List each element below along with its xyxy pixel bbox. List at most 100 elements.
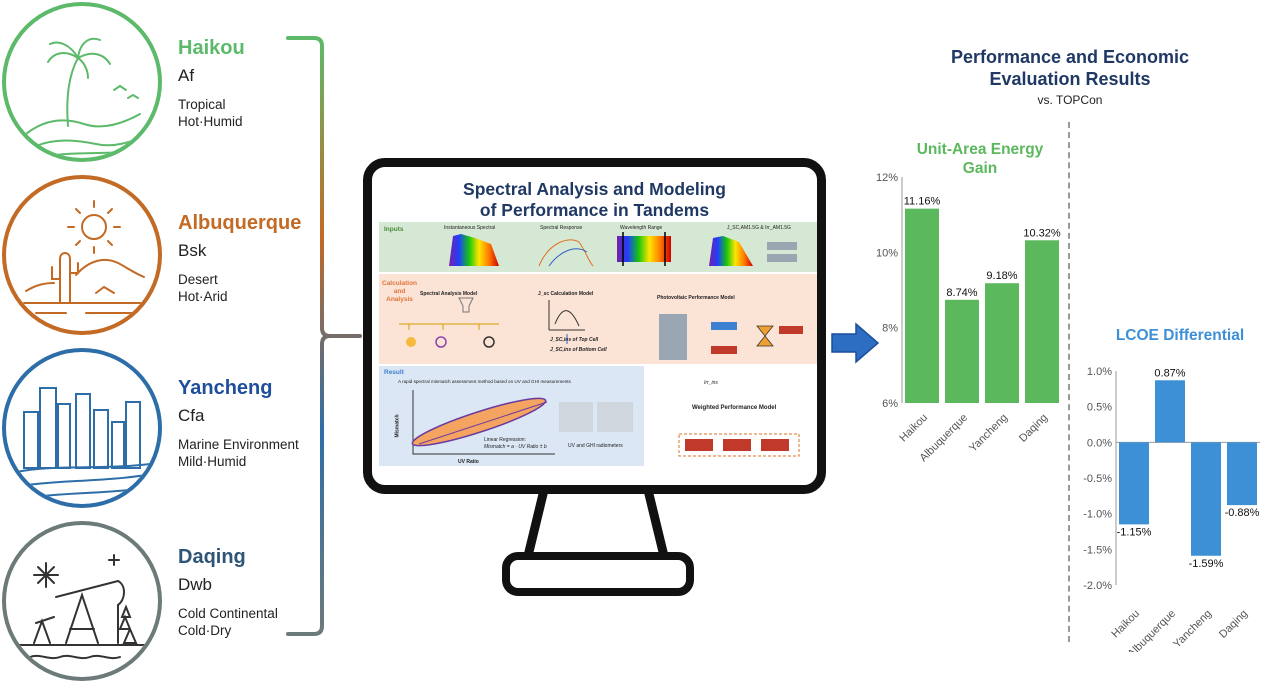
y-tick-label: -2.0%	[1083, 580, 1112, 592]
spectral-response-label: Spectral Response	[540, 225, 583, 231]
jsc-am-label: J_SC,AM1.5G & Irr_AM1.5G	[727, 225, 791, 231]
climate-code: Dwb	[178, 575, 213, 594]
bar	[945, 299, 979, 403]
category-label: Haikou	[1109, 608, 1142, 641]
regression-line2: Mismatch = a · UV Ratio ± b	[484, 444, 547, 450]
haikou-circle	[2, 2, 162, 162]
category-label: Daqing	[1217, 608, 1250, 641]
category-label: Yancheng	[1171, 608, 1214, 651]
climate-desc-line1: Tropical	[178, 97, 226, 112]
y-tick-label: -1.0%	[1083, 509, 1112, 521]
y-tick-label: -0.5%	[1083, 473, 1112, 485]
data-label: -0.88%	[1225, 507, 1260, 519]
radiometers-label: UV and GHI radiometers	[568, 443, 623, 449]
y-tick-label: 0.5%	[1087, 402, 1112, 414]
y-tick-label: 10%	[876, 247, 898, 259]
irr-ins-label: Irr_ins	[704, 380, 718, 386]
result-label: Result	[384, 369, 404, 376]
jsc-calc-model: J_sc Calculation Model	[538, 291, 594, 297]
category-label: Haikou	[897, 412, 930, 445]
bar	[1119, 442, 1149, 525]
y-tick-label: 6%	[882, 398, 898, 410]
climate-desc: Marine Environment Mild·Humid	[178, 436, 299, 470]
city-name: Haikou	[178, 37, 245, 59]
coastal-city-icon	[15, 387, 153, 499]
bar	[1155, 380, 1185, 443]
climate-desc-line2: Cold·Dry	[178, 623, 232, 638]
instantaneous-spectral-label: Instantaneous Spectral	[444, 225, 496, 231]
city-yancheng: Yancheng Cfa Marine Environment Mild·Hum…	[178, 376, 299, 470]
climate-desc: Tropical Hot·Humid	[178, 96, 245, 130]
weighted-model: Weighted Performance Model	[692, 405, 777, 411]
inputs-graphics	[449, 232, 797, 267]
data-label: 9.18%	[986, 270, 1017, 282]
y-tick-label: 12%	[876, 172, 898, 184]
bar	[985, 283, 1019, 403]
bar	[905, 208, 939, 403]
lcoe-title: LCOE Differential	[1115, 327, 1245, 344]
y-tick-label: 1.0%	[1087, 366, 1112, 378]
y-tick-label: 0.0%	[1087, 437, 1112, 449]
climate-desc-line2: Hot·Arid	[178, 289, 228, 304]
energy-gain-chart: 6%8%10%12%11.16%Haikou8.74%Albuquerque9.…	[876, 172, 1061, 464]
albuquerque-circle	[2, 175, 162, 335]
oil-pump-snow-icon	[17, 554, 153, 660]
desert-cactus-icon	[23, 200, 147, 314]
climate-code: Af	[178, 66, 195, 85]
wavelength-range-label: Wavelength Range	[620, 225, 663, 231]
category-label: Daqing	[1017, 412, 1050, 445]
monitor-stand	[502, 490, 694, 596]
climate-desc-line2: Mild·Humid	[178, 454, 247, 469]
data-label: 0.87%	[1154, 367, 1185, 379]
results-divider	[1068, 122, 1070, 642]
data-label: 8.74%	[946, 287, 977, 299]
bar	[1191, 442, 1221, 556]
city-bracket	[286, 36, 362, 636]
climate-desc-line1: Cold Continental	[178, 606, 278, 621]
calc-label: Calculation and Analysis	[382, 280, 418, 303]
daqing-circle	[2, 521, 162, 681]
climate-desc-line1: Marine Environment	[178, 437, 299, 452]
bottom-cell-label: J_SC,ins of Bottom Cell	[550, 347, 607, 353]
inputs-label: Inputs	[384, 226, 404, 233]
city-name: Albuquerque	[178, 212, 302, 234]
data-label: 11.16%	[904, 196, 941, 208]
spectral-analysis-model: Spectral Analysis Model	[420, 291, 478, 297]
result-scatter	[411, 390, 633, 455]
climate-code: Bsk	[178, 241, 207, 260]
calc-graphics	[399, 297, 803, 457]
category-label: Yancheng	[967, 412, 1010, 455]
monitor-title: Spectral Analysis and Modeling of Perfor…	[372, 179, 817, 221]
data-label: -1.15%	[1117, 526, 1152, 538]
y-tick-label: -1.5%	[1083, 544, 1112, 556]
energy-gain-title: Unit-Area Energy Gain	[916, 141, 1044, 177]
regression-line1: Linear Regression:	[484, 437, 526, 443]
uv-ratio-axis: UV Ratio	[458, 459, 479, 465]
arrow-right-icon	[831, 322, 880, 364]
monitor-screen: Spectral Analysis and Modeling of Perfor…	[363, 158, 826, 494]
bar	[1025, 240, 1059, 403]
city-haikou: Haikou Af Tropical Hot·Humid	[178, 36, 245, 130]
results-header: Performance and Economic Evaluation Resu…	[905, 46, 1235, 107]
climate-desc-line2: Hot·Humid	[178, 114, 243, 129]
climate-desc-line1: Desert	[178, 272, 218, 287]
bar	[1227, 442, 1257, 506]
city-albuquerque: Albuquerque Bsk Desert Hot·Arid	[178, 211, 301, 305]
yancheng-circle	[2, 348, 162, 508]
data-label: 10.32%	[1023, 227, 1061, 239]
climate-desc: Desert Hot·Arid	[178, 271, 301, 305]
calc-panel	[379, 274, 817, 364]
palm-beach-icon	[25, 37, 147, 157]
top-cell-label: J_SC,ins of Top Cell	[550, 337, 599, 343]
result-text: A rapid spectral mismatch assessment met…	[398, 379, 571, 384]
climate-code: Cfa	[178, 406, 205, 425]
data-label: -1.59%	[1189, 558, 1224, 570]
pv-performance-model: Photovoltaic Performance Model	[657, 295, 735, 301]
y-tick-label: 8%	[882, 323, 898, 335]
results-subtitle: vs. TOPCon	[1037, 93, 1103, 107]
results-title-line2: Evaluation Results	[989, 69, 1151, 89]
city-name: Yancheng	[178, 377, 273, 399]
lcoe-chart: 1.0% 0.5% 0.0% -0.5% -1.0% -1.5% -2.0% -1.15% Ha…	[1083, 366, 1260, 652]
city-daqing: Daqing Dwb Cold Continental Cold·Dry	[178, 545, 278, 639]
city-name: Daqing	[178, 546, 246, 568]
